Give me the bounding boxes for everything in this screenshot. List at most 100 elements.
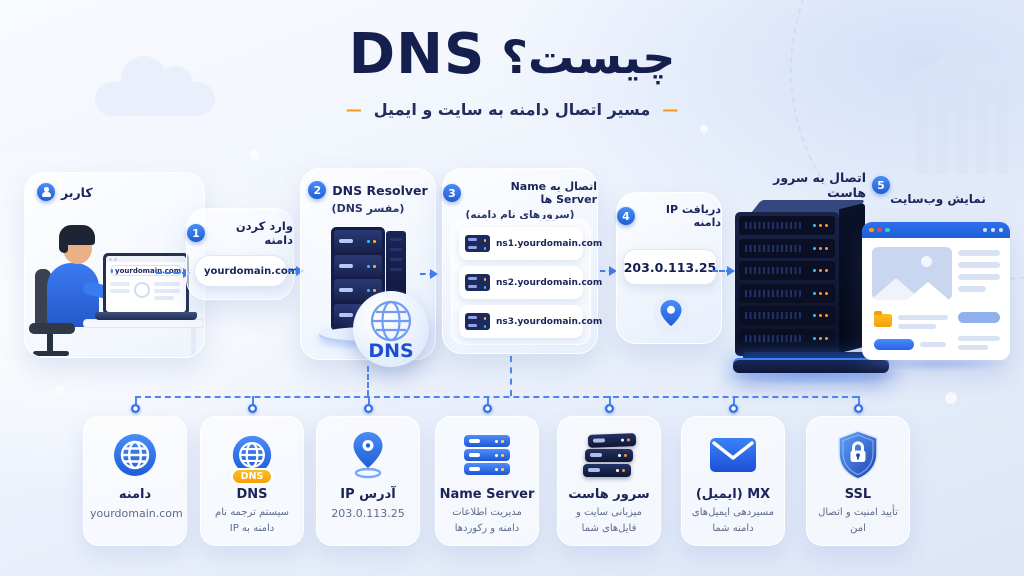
connector-node <box>248 404 257 413</box>
connector-node <box>854 404 863 413</box>
subtitle-dash-left: — <box>345 100 362 119</box>
card-desc: مسیردهی ایمیل‌های دامنه شما <box>691 507 775 534</box>
card-title: آدرس IP <box>340 487 396 502</box>
user-card: کاربر yourdomain.com <box>24 172 205 358</box>
mini-globe-graphic <box>134 282 150 298</box>
dns-resolver-card: 2 DNS Resolver (مفسر DNS) DNS <box>300 168 436 367</box>
dns-badge: DNS <box>231 468 273 485</box>
card-desc: میزبانی سایت و فایل‌های شما <box>575 507 643 534</box>
connector-feed <box>510 356 512 396</box>
name-server-card: 3 اتصال به Name Server ها (سرورهای نام د… <box>442 168 602 354</box>
card-title: SSL <box>844 487 872 502</box>
step4-label: دریافت IP دامنه <box>665 203 721 229</box>
secondary-button-placeholder <box>958 312 1000 323</box>
flow-arrow-3 <box>420 268 438 279</box>
connector-node <box>483 404 492 413</box>
window-dot-orange <box>869 227 874 233</box>
card-title: سرور هاست <box>568 487 650 502</box>
ssl-shield-icon <box>838 430 878 480</box>
user-label: کاربر <box>61 184 93 200</box>
connector-node <box>131 404 140 413</box>
step5-label-row: اتصال به سرور هاست 5 <box>745 170 890 200</box>
step1-card: 1 وارد کردن دامنه yourdomain.com <box>186 208 298 300</box>
domain-search-input[interactable]: yourdomain.com <box>194 255 298 287</box>
connector-node <box>605 404 614 413</box>
ip-address-value: 203.0.113.25 <box>623 249 717 285</box>
connector-node <box>364 404 373 413</box>
location-pin-icon <box>653 295 689 333</box>
card-desc: تأیید امنیت و اتصال امن <box>818 507 898 534</box>
server-mini-icon <box>465 274 490 291</box>
step3-label: اتصال به Name Server ها <box>510 180 597 206</box>
info-card-mx: MX (ایمیل) مسیردهی ایمیل‌های دامنه شما <box>681 416 785 546</box>
server-mini-icon <box>465 235 490 252</box>
dot-decor <box>55 385 64 394</box>
browser-window <box>862 222 1010 360</box>
title-persian: چیست؟ <box>501 30 676 84</box>
info-card-ssl: SSL تأیید امنیت و اتصال امن <box>806 416 910 546</box>
step3-badge: 3 <box>443 184 461 202</box>
dns-globe-label: DNS <box>368 340 413 362</box>
card-desc: 203.0.113.25 <box>331 507 405 520</box>
step5-label: اتصال به سرور هاست <box>773 170 866 200</box>
user-badge-icon <box>37 183 55 201</box>
subtitle: — مسیر اتصال دامنه به سایت و ایمیل — <box>0 100 1024 119</box>
host-stack-icon <box>558 429 660 481</box>
card-title: دامنه <box>118 487 152 502</box>
globe-icon <box>114 434 156 476</box>
step5-badge: 5 <box>872 176 890 194</box>
step2-sublabel: (مفسر DNS) <box>331 202 405 215</box>
nameserver-row: ns1.yourdomain.com <box>459 227 602 260</box>
title-dns: DNS <box>348 22 486 87</box>
dns-globe-icon: DNS <box>353 291 429 367</box>
connector-node <box>729 404 738 413</box>
connector-feed <box>367 366 369 396</box>
window-dot-teal <box>885 227 890 233</box>
host-server-tower <box>733 200 893 376</box>
ip-card: 4 دریافت IP دامنه 203.0.113.25 <box>616 192 722 344</box>
building-watermark <box>904 40 1024 190</box>
card-desc: مدیریت اطلاعات دامنه و رکوردها <box>452 507 522 534</box>
page-title: DNS چیست؟ <box>0 22 1024 87</box>
laptop-address-bar: yourdomain.com <box>110 265 182 276</box>
card-title: MX (ایمیل) <box>695 487 771 502</box>
info-card-domain: دامنه yourdomain.com <box>83 416 187 546</box>
domain-input-value: yourdomain.com <box>204 265 299 277</box>
info-card-ip: آدرس IP 203.0.113.25 <box>316 416 420 546</box>
server-mini-icon <box>465 313 490 330</box>
mini-globe-icon <box>111 268 114 273</box>
nameserver-list: ns1.yourdomain.com ns2.yourdomain.com ns… <box>451 219 602 345</box>
dot-decor <box>945 392 957 404</box>
cloud-decor <box>95 56 215 116</box>
step2-label: DNS Resolver <box>332 182 428 198</box>
step4-badge: 4 <box>617 207 635 225</box>
info-card-host: سرور هاست میزبانی سایت و فایل‌های شما <box>557 416 661 546</box>
flow-arrow-1 <box>156 267 191 278</box>
dot-decor <box>250 150 260 160</box>
step2-badge: 2 <box>308 181 327 199</box>
nameserver-row: ns3.yourdomain.com <box>459 305 602 338</box>
card-title: Name Server <box>439 487 535 502</box>
nameserver-row: ns2.yourdomain.com <box>459 266 602 299</box>
desk <box>83 319 204 328</box>
subtitle-dash-right: — <box>662 100 679 119</box>
folder-icon <box>874 311 892 327</box>
connector-rail <box>135 396 858 398</box>
step1-label: وارد کردن دامنه <box>235 219 293 247</box>
website-label: نمایش وب‌سایت <box>890 192 986 206</box>
card-desc: سیستم ترجمه نام دامنه به IP <box>215 507 289 534</box>
step3-sublabel: (سرورهای نام دامنه) <box>465 209 575 221</box>
laptop: yourdomain.com <box>103 253 189 315</box>
nameserver-stack-icon <box>436 429 538 481</box>
subtitle-text: مسیر اتصال دامنه به سایت و ایمیل <box>373 100 651 119</box>
card-title: DNS <box>236 487 268 502</box>
flow-arrow-4 <box>600 265 617 276</box>
window-dot-red <box>877 227 882 233</box>
primary-button-placeholder <box>874 339 914 350</box>
flow-arrow-5 <box>712 265 735 276</box>
mail-icon <box>710 438 756 472</box>
dot-decor <box>700 125 708 133</box>
hero-image-placeholder <box>872 247 952 300</box>
info-card-nameserver: Name Server مدیریت اطلاعات دامنه و رکورد… <box>435 416 539 546</box>
